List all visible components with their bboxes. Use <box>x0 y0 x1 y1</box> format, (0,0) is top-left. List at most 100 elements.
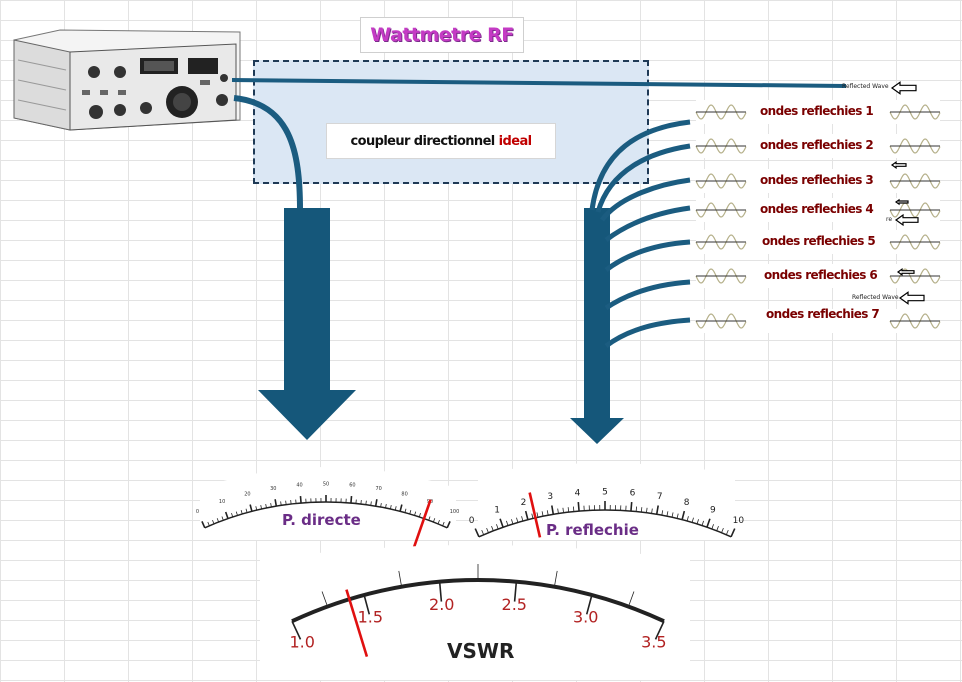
meter-tick-label: 10 <box>733 516 745 526</box>
meter-major-tick <box>363 594 371 615</box>
sine-wave-icon <box>695 234 747 250</box>
meter-minor-tick <box>646 507 648 513</box>
meter-minor-tick <box>235 511 238 516</box>
meter-major-tick <box>730 528 736 538</box>
meter-major-tick <box>654 620 665 640</box>
meter-direct: 0102030405060708090100 <box>196 467 460 557</box>
meter-minor-tick <box>521 516 524 522</box>
wave-label-6: ondes reflechies 6 <box>764 268 878 282</box>
meter-minor-tick <box>398 570 402 587</box>
meter-minor-tick <box>640 507 643 513</box>
meter-minor-tick <box>390 505 392 510</box>
sine-wave-icon <box>889 173 941 189</box>
meter-minor-tick <box>240 510 243 515</box>
meter-major-tick <box>499 518 504 528</box>
meter-minor-tick <box>511 519 514 525</box>
meter-minor-tick <box>661 510 664 516</box>
meter-major-tick <box>249 504 253 512</box>
meter-tick-label: 6 <box>630 489 636 499</box>
meter-minor-tick <box>557 508 559 514</box>
meter-major-tick <box>577 502 580 512</box>
meter-tick-label: 1.5 <box>358 608 383 627</box>
meter-face <box>478 463 735 540</box>
sine-wave-icon <box>695 173 747 189</box>
meter-minor-tick <box>546 510 549 516</box>
direct-cable <box>233 95 303 211</box>
meter-minor-tick <box>486 527 489 533</box>
left-arrow-icon <box>890 160 907 170</box>
meter-minor-tick <box>628 591 635 607</box>
wave-label-4: ondes reflechies 4 <box>760 202 874 216</box>
coupler-label-main: coupleur directionnel <box>350 133 496 149</box>
reflected-wave-label-small: re <box>886 216 893 223</box>
sine-wave-icon <box>889 202 941 218</box>
meter-tick-label: 10 <box>219 499 225 505</box>
meter-tick-label: 0 <box>196 509 199 515</box>
meter-minor-tick <box>711 524 714 530</box>
meter-minor-tick <box>280 501 282 506</box>
meter-minor-tick <box>496 524 499 530</box>
meter-major-tick <box>446 521 451 529</box>
coax-line <box>231 78 847 88</box>
sine-wave-icon <box>695 268 747 284</box>
meter-tick-label: 40 <box>296 483 302 489</box>
meter-tick-label: 0 <box>469 516 475 526</box>
meter-minor-tick <box>541 511 544 517</box>
meter-tick-label: 80 <box>401 491 407 497</box>
reflected-power-arrow <box>570 208 624 444</box>
left-arrow-icon <box>894 213 919 227</box>
wave-label-3: ondes reflechies 3 <box>760 173 874 187</box>
meter-minor-tick <box>385 504 387 509</box>
meter-arc <box>291 578 665 624</box>
meter-tick-label: 60 <box>349 483 355 489</box>
meter-minor-tick <box>321 591 328 607</box>
meter-minor-tick <box>651 508 653 514</box>
meter-minor-tick <box>554 570 558 587</box>
wave-label-1: ondes reflechies 1 <box>760 104 874 118</box>
meter-face <box>260 545 690 680</box>
meter-tick-label: 100 <box>450 509 460 515</box>
meter-minor-tick <box>212 519 215 525</box>
meter-vswr-label: VSWR <box>447 639 515 663</box>
coupler-label: coupleur directionnel ideal <box>326 123 556 159</box>
meter-face <box>200 467 456 540</box>
meter-minor-tick <box>531 513 534 519</box>
meter-minor-tick <box>245 508 248 513</box>
meter-major-tick <box>474 528 480 538</box>
meter-minor-tick <box>442 521 445 526</box>
sine-wave-icon <box>695 202 747 218</box>
meter-minor-tick <box>562 507 564 513</box>
wave-rows <box>695 81 941 333</box>
meter-minor-tick <box>255 506 258 511</box>
meter-minor-tick <box>231 513 234 518</box>
meter-minor-tick <box>433 518 436 523</box>
meter-major-tick <box>681 510 686 520</box>
meter-minor-tick <box>221 516 224 521</box>
meter-needle <box>345 589 369 657</box>
meter-tick-label: 2.5 <box>502 595 527 614</box>
meter-minor-tick <box>691 517 694 523</box>
meter-direct-label: P. directe <box>282 511 361 529</box>
reflected-wave-label-bottom: Reflected Wave <box>852 294 899 301</box>
meter-minor-tick <box>481 529 485 535</box>
meter-minor-tick <box>270 503 272 508</box>
left-arrow-icon <box>890 81 917 95</box>
meter-minor-tick <box>260 505 262 510</box>
meter-tick-label: 2 <box>521 498 527 508</box>
sine-wave-icon <box>889 268 941 284</box>
reflected-cables <box>589 119 691 349</box>
left-arrow-icon <box>896 267 915 277</box>
meter-minor-tick <box>572 506 575 512</box>
meter-tick-label: 8 <box>684 498 690 508</box>
meter-major-tick <box>513 581 518 602</box>
sine-wave-icon <box>695 104 747 120</box>
meter-major-tick <box>274 499 278 507</box>
sine-wave-icon <box>889 138 941 154</box>
meter-major-tick <box>551 505 555 515</box>
meter-minor-tick <box>701 520 704 526</box>
meter-minor-tick <box>285 500 287 505</box>
meter-needle <box>528 492 542 538</box>
